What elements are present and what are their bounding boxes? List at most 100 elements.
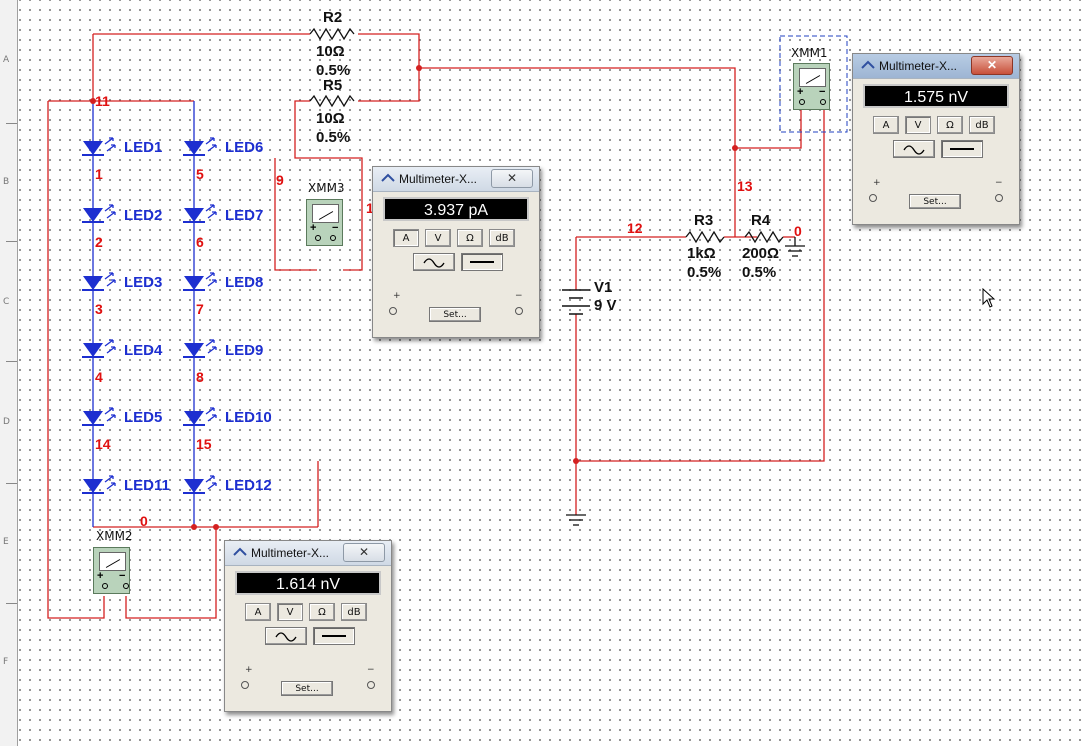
- led-symbol[interactable]: [81, 204, 116, 223]
- v1-value: 9 V: [594, 297, 617, 314]
- row-ruler: A B C D E F: [0, 0, 18, 746]
- node-label: 3: [95, 301, 103, 317]
- led-label: LED4: [124, 342, 163, 359]
- r5-value: 10Ω: [316, 110, 345, 127]
- node-label: 7: [196, 301, 204, 317]
- minus-jack[interactable]: [515, 307, 523, 315]
- dc-button[interactable]: [461, 253, 503, 271]
- r4-symbol: [744, 230, 784, 244]
- led-label: LED11: [124, 477, 170, 494]
- xmm2-plus-terminal[interactable]: [102, 583, 108, 589]
- xmm3-plus-terminal[interactable]: [315, 235, 321, 241]
- ruler-label-f: F: [3, 657, 9, 667]
- multimeter-window-xmm2[interactable]: Multimeter-X... ✕ 1.614 nV A V Ω dB + − …: [224, 540, 392, 712]
- mode-db-button[interactable]: dB: [969, 116, 995, 134]
- r2-tolerance: 0.5%: [316, 62, 351, 79]
- window-title-bar[interactable]: Multimeter-X... ✕: [853, 54, 1019, 79]
- dc-button[interactable]: [313, 627, 355, 645]
- close-button[interactable]: ✕: [491, 169, 533, 188]
- ac-button[interactable]: [893, 140, 935, 158]
- dc-button[interactable]: [941, 140, 983, 158]
- dc-line-icon: [470, 261, 494, 263]
- window-title: Multimeter-X...: [879, 59, 958, 73]
- xmm3-symbol[interactable]: + −: [306, 199, 343, 246]
- plus-jack[interactable]: [241, 681, 249, 689]
- led-symbol[interactable]: [81, 137, 116, 156]
- multimeter-app-icon: [233, 547, 247, 556]
- xmm1-plus-terminal[interactable]: [799, 99, 805, 105]
- xmm2-minus-terminal[interactable]: [123, 583, 129, 589]
- led-symbol[interactable]: [81, 475, 116, 494]
- node-label: 0: [794, 223, 802, 239]
- led-symbol[interactable]: [81, 272, 116, 291]
- mode-volts-button[interactable]: V: [277, 603, 303, 621]
- xmm2-symbol[interactable]: + −: [93, 547, 130, 594]
- ac-button[interactable]: [413, 253, 455, 271]
- r2-symbol: [309, 27, 355, 41]
- led-symbol[interactable]: [182, 204, 217, 223]
- multimeter-window-xmm1[interactable]: Multimeter-X... ✕ 1.575 nV A V Ω dB + − …: [852, 53, 1020, 225]
- xmm2-label: XMM2: [96, 529, 133, 543]
- r3-tolerance: 0.5%: [687, 264, 722, 281]
- ac-button[interactable]: [265, 627, 307, 645]
- mouse-cursor-icon: [982, 288, 996, 308]
- led-label: LED6: [225, 139, 264, 156]
- node-label: 1: [95, 166, 103, 182]
- xmm3-minus-terminal[interactable]: [330, 235, 336, 241]
- led-symbol[interactable]: [182, 272, 217, 291]
- r4-value: 200Ω: [742, 245, 780, 262]
- mode-volts-button[interactable]: V: [425, 229, 451, 247]
- plus-jack[interactable]: [869, 194, 877, 202]
- r5-symbol: [309, 94, 355, 108]
- plus-jack[interactable]: [389, 307, 397, 315]
- node-label: 14: [95, 436, 111, 452]
- mode-ohms-button[interactable]: Ω: [457, 229, 483, 247]
- ruler-label-e: E: [3, 537, 9, 547]
- node-label-partial: 1: [366, 200, 374, 216]
- xmm3-label: XMM3: [308, 181, 345, 195]
- v1-name: V1: [594, 279, 613, 296]
- mode-amps-button[interactable]: A: [393, 229, 419, 247]
- window-title: Multimeter-X...: [399, 172, 478, 186]
- led-label: LED5: [124, 409, 163, 426]
- node-label: 9: [276, 172, 284, 188]
- mode-db-button[interactable]: dB: [341, 603, 367, 621]
- multimeter-app-icon: [861, 60, 875, 69]
- dc-line-icon: [950, 148, 974, 150]
- window-title-bar[interactable]: Multimeter-X... ✕: [373, 167, 539, 192]
- set-button[interactable]: Set...: [281, 681, 333, 696]
- led-symbol[interactable]: [81, 407, 116, 426]
- minus-jack[interactable]: [367, 681, 375, 689]
- multimeter-window-xmm3[interactable]: Multimeter-X... ✕ 3.937 pA A V Ω dB + − …: [372, 166, 540, 338]
- r5-name: R5: [323, 77, 343, 94]
- node-label: 15: [196, 436, 212, 452]
- reading-display: 3.937 pA: [383, 197, 529, 221]
- xmm1-symbol[interactable]: + −: [793, 63, 830, 110]
- led-symbol[interactable]: [182, 137, 217, 156]
- node-label: 2: [95, 234, 103, 250]
- window-title-bar[interactable]: Multimeter-X... ✕: [225, 541, 391, 566]
- led-symbol[interactable]: [182, 407, 217, 426]
- xmm1-label: XMM1: [791, 46, 828, 60]
- mode-amps-button[interactable]: A: [873, 116, 899, 134]
- xmm1-minus-terminal[interactable]: [820, 99, 826, 105]
- set-button[interactable]: Set...: [429, 307, 481, 322]
- r2-value: 10Ω: [316, 43, 345, 60]
- set-button[interactable]: Set...: [909, 194, 961, 209]
- node-label: 6: [196, 234, 204, 250]
- mode-ohms-button[interactable]: Ω: [937, 116, 963, 134]
- close-button[interactable]: ✕: [343, 543, 385, 562]
- led-symbol[interactable]: [81, 339, 116, 358]
- window-title: Multimeter-X...: [251, 546, 330, 560]
- node-label: 11: [95, 93, 110, 109]
- r3-symbol: [685, 230, 725, 244]
- mode-volts-button[interactable]: V: [905, 116, 931, 134]
- close-button[interactable]: ✕: [971, 56, 1013, 75]
- r3-name: R3: [694, 212, 714, 229]
- mode-ohms-button[interactable]: Ω: [309, 603, 335, 621]
- mode-db-button[interactable]: dB: [489, 229, 515, 247]
- minus-jack[interactable]: [995, 194, 1003, 202]
- led-symbol[interactable]: [182, 475, 217, 494]
- led-symbol[interactable]: [182, 339, 217, 358]
- mode-amps-button[interactable]: A: [245, 603, 271, 621]
